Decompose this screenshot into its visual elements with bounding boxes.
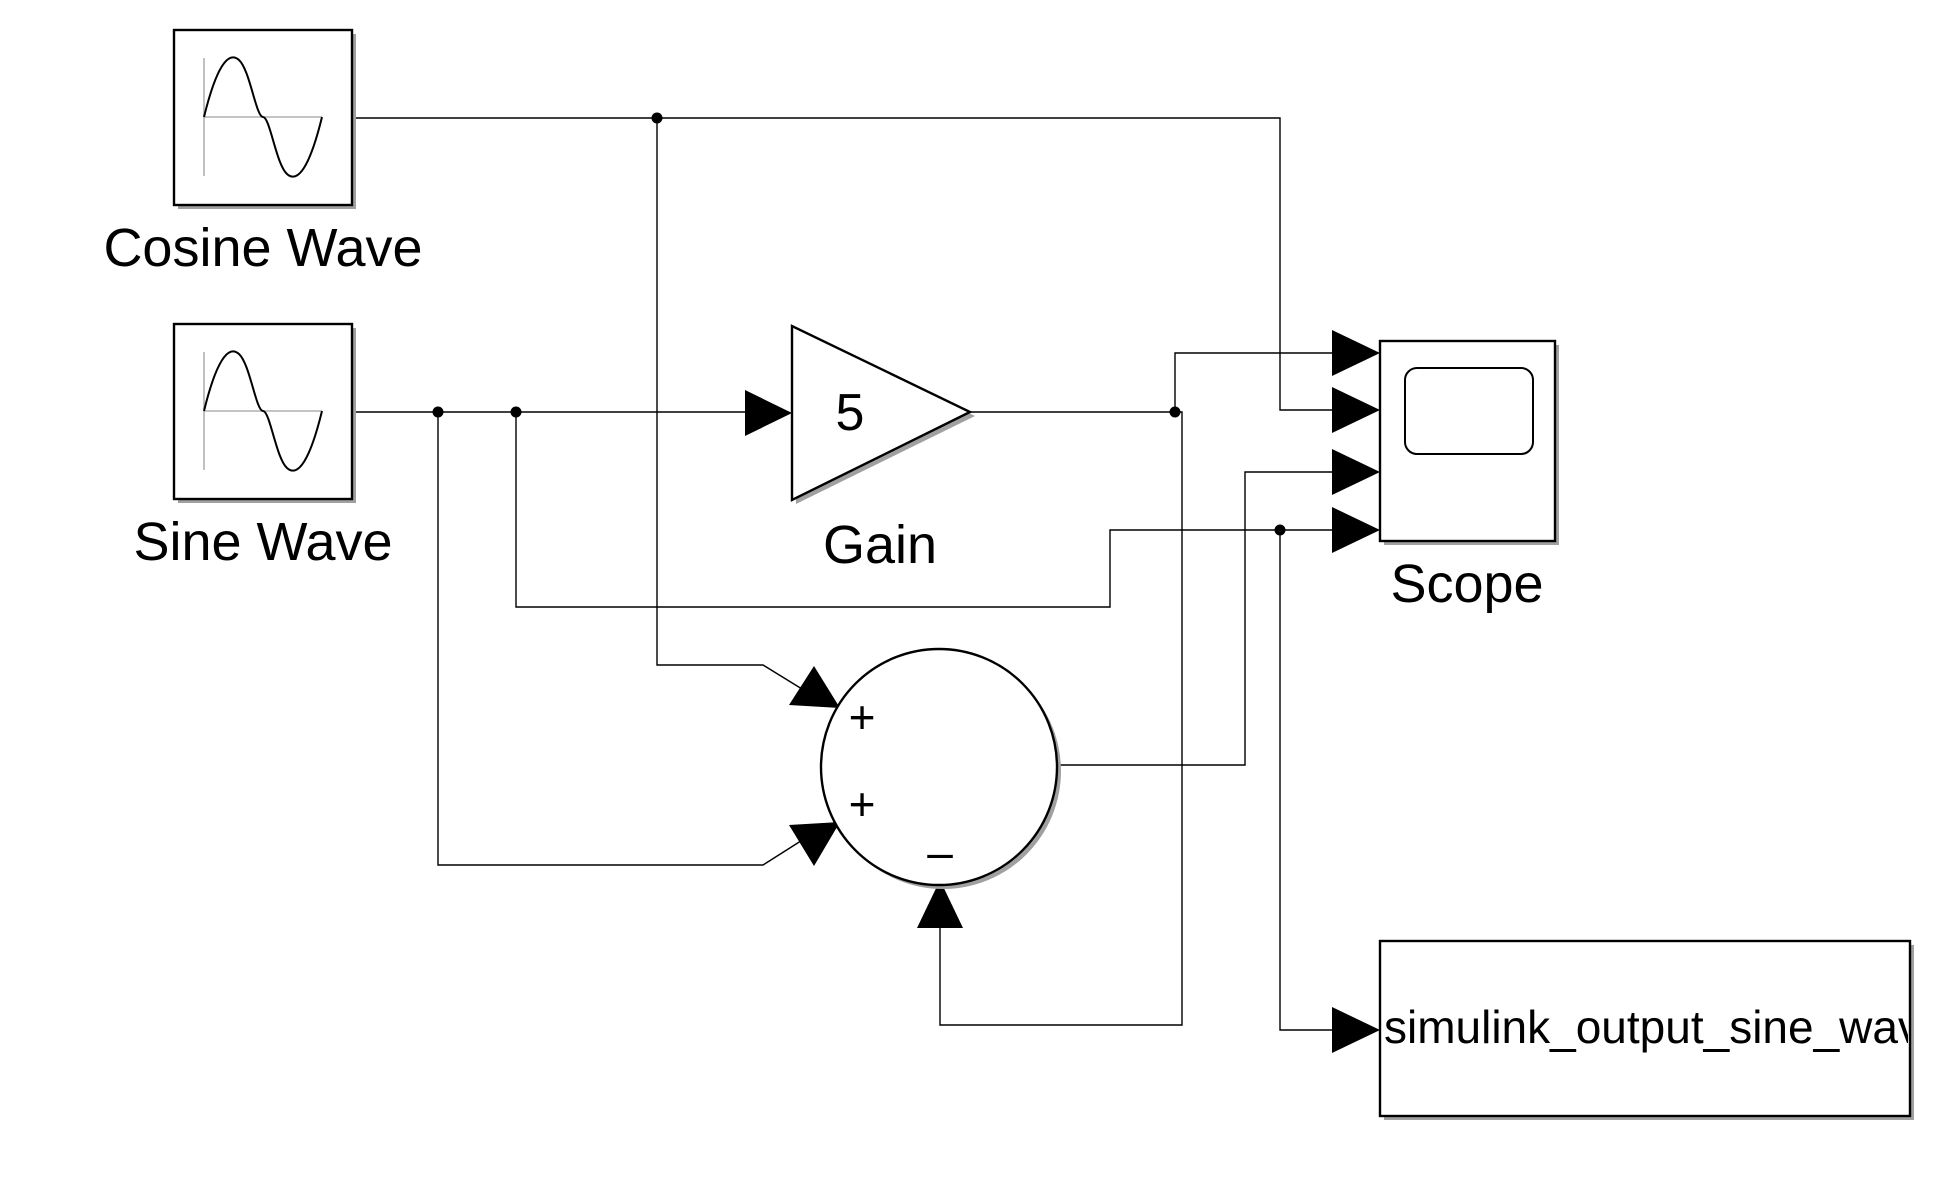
arrow-sum-input-1 — [789, 666, 840, 708]
cosine-wave-block[interactable]: Cosine Wave — [103, 28, 423, 278]
sum-sign-3: – — [927, 826, 953, 878]
branch-points — [432, 112, 1286, 536]
arrow-scope-input-4 — [1332, 507, 1380, 553]
scope-label: Scope — [1390, 554, 1543, 614]
signal-line-cosine-to-sum[interactable] — [656, 118, 816, 698]
gain-label: Gain — [823, 515, 937, 575]
signal-line-sine-to-sum[interactable] — [437, 412, 816, 866]
gain-value: 5 — [836, 384, 865, 442]
arrow-scope-input-3 — [1332, 449, 1380, 495]
arrow-scope-input-1 — [1332, 330, 1380, 376]
signal-line-cosine-to-scope[interactable] — [354, 117, 1340, 411]
sine-wave-icon — [203, 350, 323, 472]
arrow-sum-input-2 — [789, 822, 840, 866]
signal-line-sine-to-scope[interactable] — [515, 412, 1340, 608]
cosine-wave-label: Cosine Wave — [103, 218, 422, 278]
sine-wave-icon — [203, 56, 323, 178]
branch-point-sine-2 — [510, 406, 522, 418]
to-workspace-block[interactable]: simulink_output_sine_wave — [1378, 939, 1944, 1120]
to-workspace-variable-name: simulink_output_sine_wave — [1384, 1001, 1944, 1053]
signal-line-to-workspace[interactable] — [1279, 530, 1340, 1031]
branch-point-sine-1 — [432, 406, 444, 418]
arrow-gain-input — [745, 390, 792, 436]
arrow-heads — [745, 330, 1380, 1053]
sine-wave-label: Sine Wave — [133, 512, 392, 572]
arrow-sum-input-3 — [917, 880, 963, 928]
branch-point-scope-4 — [1274, 524, 1286, 536]
signal-line-gain-to-scope[interactable] — [970, 352, 1340, 413]
branch-point-gain — [1169, 406, 1181, 418]
sum-sign-1: + — [849, 691, 876, 743]
gain-block[interactable]: 5 Gain — [790, 324, 975, 575]
branch-point-cosine — [651, 112, 663, 124]
sum-block[interactable]: + + – — [819, 647, 1061, 889]
scope-block[interactable]: Scope — [1378, 339, 1559, 614]
arrow-workspace-input — [1332, 1007, 1380, 1053]
scope-screen-icon — [1404, 367, 1534, 455]
signal-line-sum-to-scope[interactable] — [1056, 471, 1340, 766]
sine-wave-block[interactable]: Sine Wave — [133, 322, 393, 572]
arrow-scope-input-2 — [1332, 387, 1380, 433]
sum-sign-2: + — [849, 778, 876, 830]
